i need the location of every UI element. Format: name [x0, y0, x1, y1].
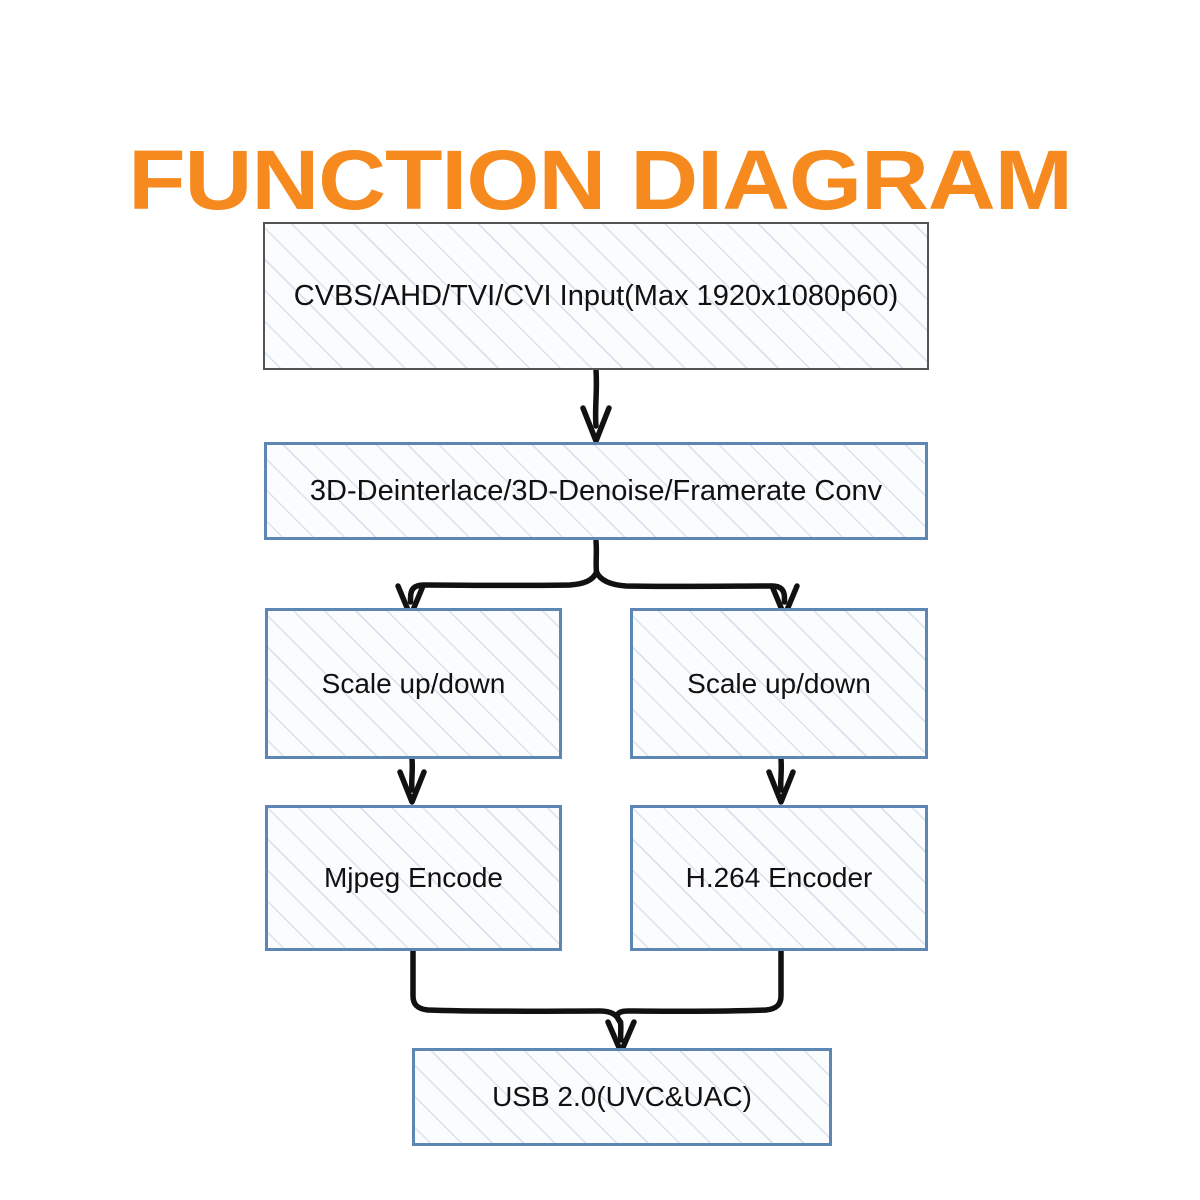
node-mjpeg-encode[interactable]: Mjpeg Encode — [265, 805, 562, 951]
edge-process-split — [395, 538, 800, 619]
node-process[interactable]: 3D-Deinterlace/3D-Denoise/Framerate Conv — [264, 442, 928, 540]
page-title: FUNCTION DIAGRAM — [128, 133, 1073, 228]
node-usb-output[interactable]: USB 2.0(UVC&UAC) — [412, 1048, 832, 1146]
node-h264-encoder[interactable]: H.264 Encoder — [630, 805, 928, 951]
edge-scale-right-to-h264 — [766, 756, 796, 805]
node-scale-left-label: Scale up/down — [321, 667, 506, 699]
node-usb-output-label: USB 2.0(UVC&UAC) — [492, 1081, 752, 1112]
node-scale-right-label: Scale up/down — [687, 667, 871, 699]
edge-scale-left-to-mjpeg — [397, 756, 427, 805]
edge-merge-to-usb — [410, 948, 784, 1055]
node-process-label: 3D-Deinterlace/3D-Denoise/Framerate Conv — [309, 475, 883, 507]
node-scale-right[interactable]: Scale up/down — [630, 608, 928, 759]
node-h264-encoder-label: H.264 Encoder — [685, 862, 873, 893]
edge-input-to-process — [580, 367, 612, 444]
node-mjpeg-encode-label: Mjpeg Encode — [323, 862, 503, 893]
node-scale-left[interactable]: Scale up/down — [265, 608, 562, 759]
node-input-label: CVBS/AHD/TVI/CVI Input(Max 1920x1080p60) — [293, 280, 899, 312]
node-input[interactable]: CVBS/AHD/TVI/CVI Input(Max 1920x1080p60) — [263, 222, 929, 370]
